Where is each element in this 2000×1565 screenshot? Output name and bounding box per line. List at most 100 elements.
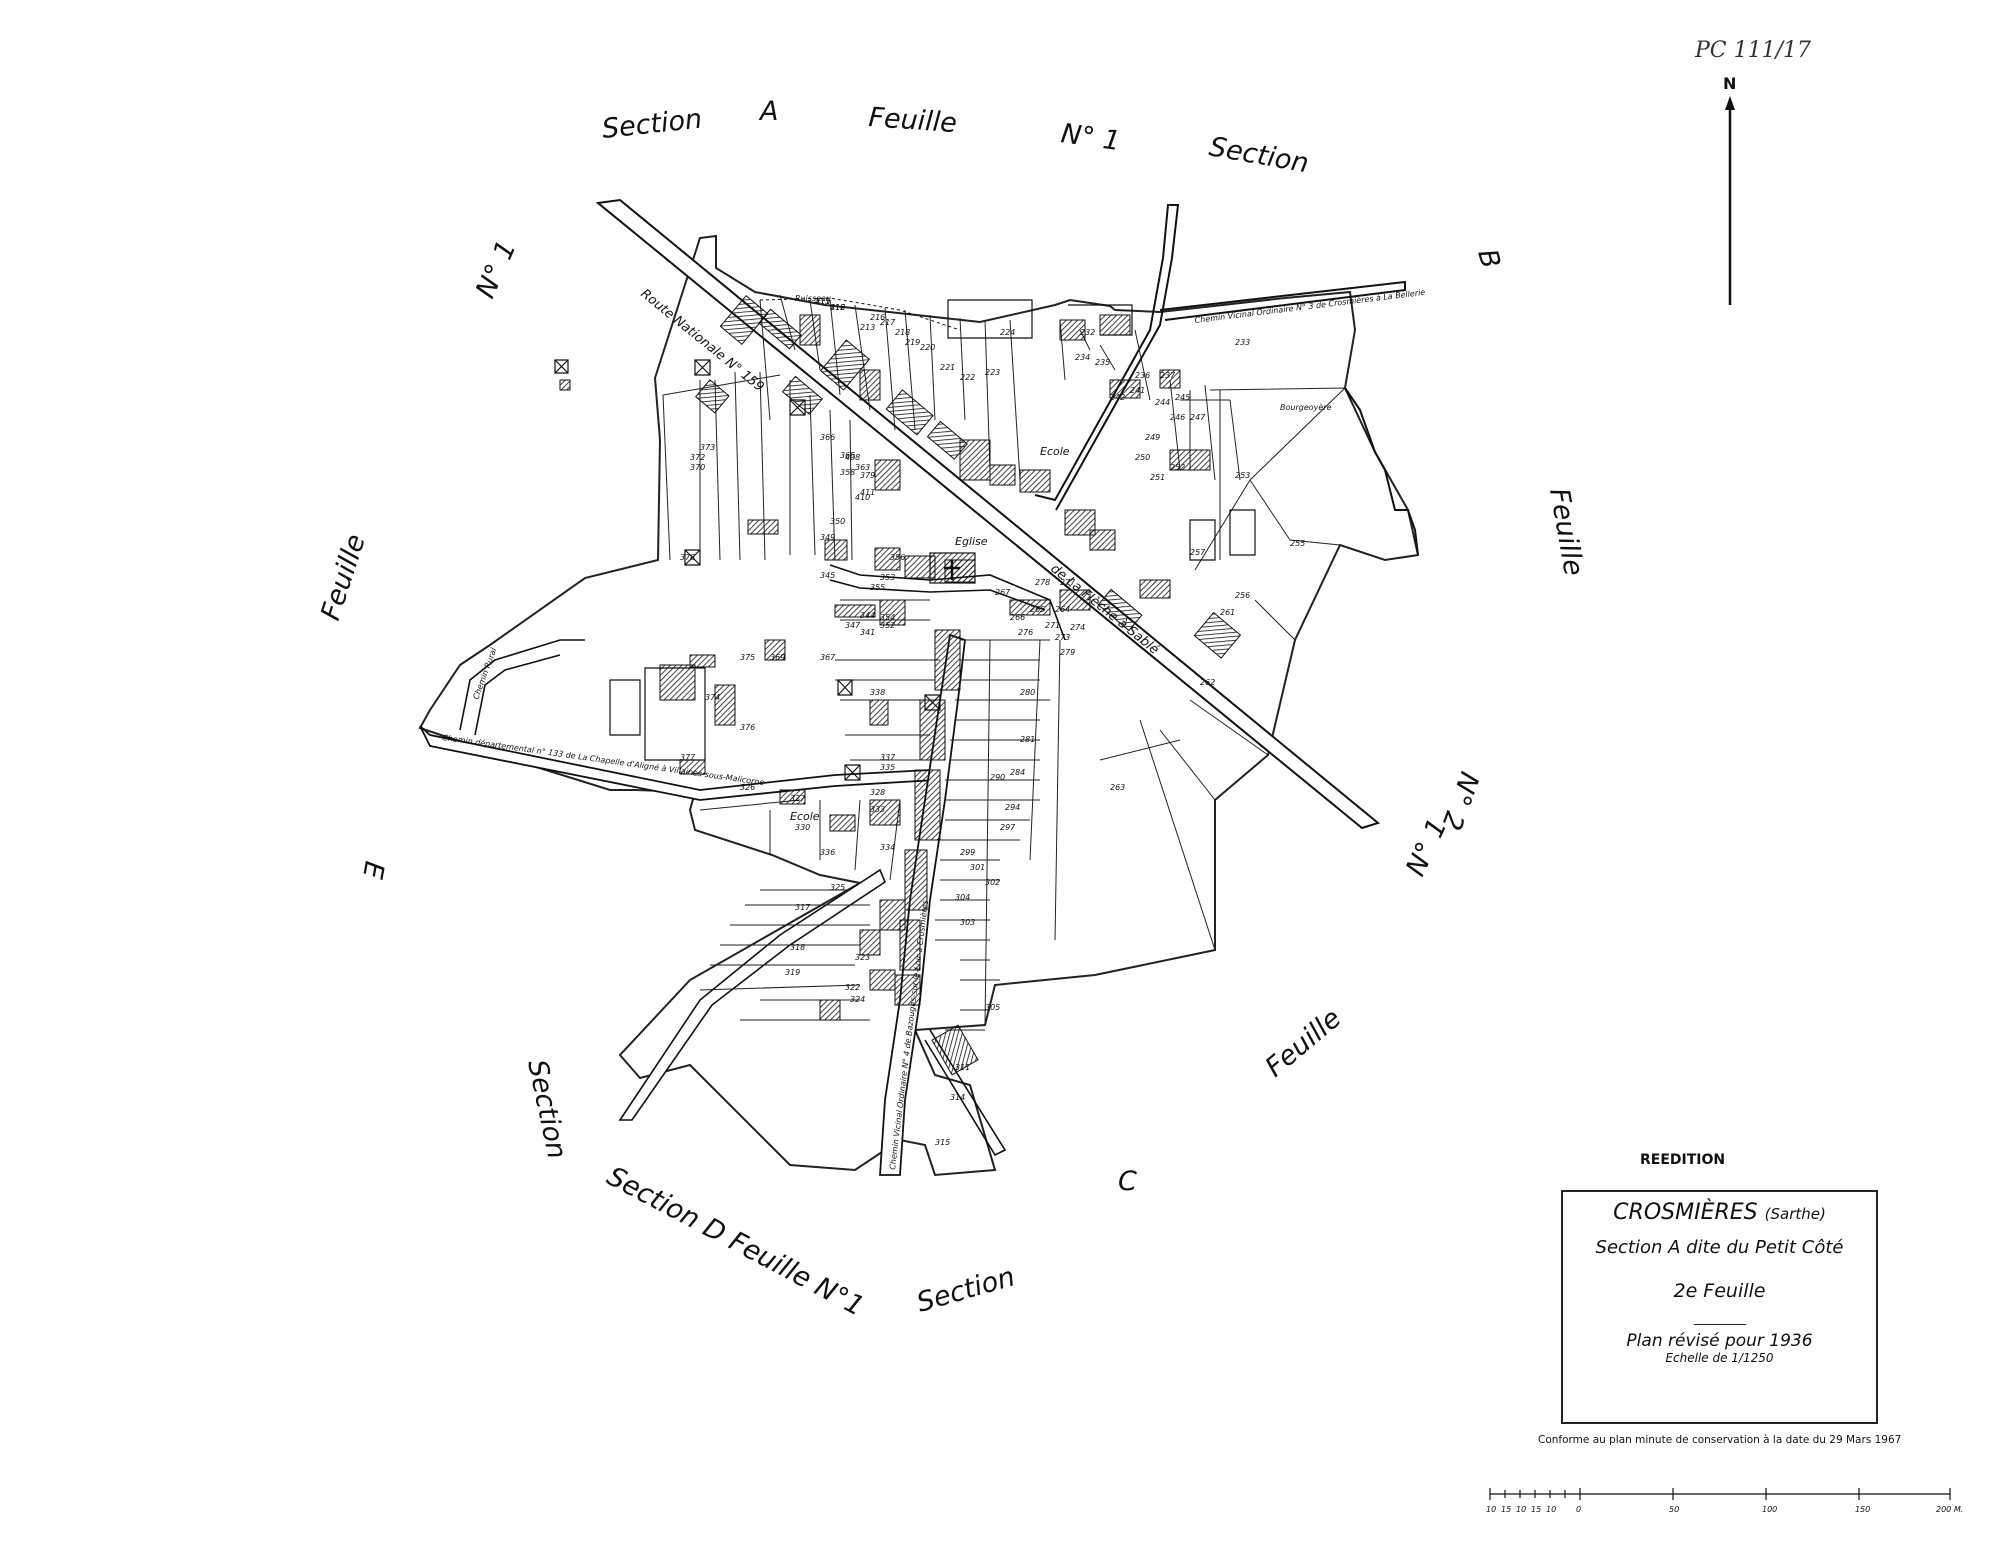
parcel-number: 324	[850, 995, 865, 1004]
parcel-number: 235	[1095, 358, 1110, 367]
chemin-vicinal-ne	[1034, 204, 1180, 511]
parcel-number: 375	[740, 653, 755, 662]
parcel-number: 335	[880, 763, 895, 772]
parcel-number: 408	[845, 453, 860, 462]
chemin-departemental	[419, 725, 937, 801]
parcel-number: 365	[840, 451, 855, 460]
parcel-number: 372	[690, 453, 705, 462]
parcel-number: 379	[860, 471, 875, 480]
parcel-number: 233	[1235, 338, 1250, 347]
parcel-number: 369	[770, 653, 785, 662]
parcel-number: 358	[840, 468, 855, 477]
scale-label: 10	[1516, 1505, 1526, 1514]
parcel-number: 212	[830, 303, 845, 312]
parcel-number: 327	[790, 794, 806, 803]
parcel-number: 273	[1055, 633, 1070, 642]
parcel-number: 334	[880, 843, 895, 852]
parcel-number: 255	[1290, 539, 1305, 548]
north-arrow	[1725, 96, 1735, 305]
parcel-number: 322	[845, 983, 860, 992]
parcel-number: 353	[880, 573, 895, 582]
sheet-boundary	[418, 234, 1420, 1177]
parcel-number: 345	[820, 571, 835, 580]
parcel-number: 336	[820, 848, 835, 857]
scale-label: 100	[1762, 1505, 1777, 1514]
place-labels: Eglise Ecole Ecole	[790, 445, 1070, 823]
handwritten-reference: PC 111/17	[1695, 38, 1812, 63]
parcel-number: 297	[1000, 823, 1016, 832]
label-bottom-c: C	[1118, 1166, 1137, 1197]
parcel-number: 246	[1170, 413, 1185, 422]
parcel-number: 261	[1220, 608, 1235, 617]
cartouche-department: (Sarthe)	[1764, 1205, 1826, 1223]
reedition-label: REEDITION	[1640, 1152, 1726, 1168]
parcel-number: 305	[985, 1003, 1000, 1012]
parcel-number: 284	[1010, 768, 1025, 777]
parcel-number: 330	[795, 823, 810, 832]
right-stream	[1344, 387, 1419, 556]
parcel-number: 237	[1160, 371, 1176, 380]
parcel-number: 253	[1235, 471, 1250, 480]
parcel-number: 301	[970, 863, 985, 872]
parcel-number: 242	[1110, 393, 1125, 402]
label-top-a: A	[758, 96, 778, 127]
parcel-number: 304	[955, 893, 970, 902]
chemin-rural-w	[459, 639, 585, 736]
scale-label: 150	[1855, 1505, 1870, 1514]
parcel-number: 311	[955, 1063, 970, 1072]
parcel-number: 236	[1135, 371, 1150, 380]
label-top-section: Section	[600, 104, 703, 145]
parcel-number: 250	[1135, 453, 1150, 462]
parcel-number: 302	[985, 878, 1000, 887]
parcel-number: 232	[1080, 328, 1095, 337]
cartouche-echelle: Echelle de 1/1250	[1665, 1351, 1774, 1365]
parcel-number: 249	[1145, 433, 1160, 442]
parcel-number: 318	[790, 943, 805, 952]
parcel-number: 223	[985, 368, 1000, 377]
parcel-number: 370	[690, 463, 705, 472]
parcel-number: 416	[830, 303, 845, 312]
label-bottom-left: Section D Feuille N°1	[602, 1161, 869, 1323]
label-ecole-2: Ecole	[790, 810, 820, 823]
buildings	[559, 294, 1242, 1076]
cartouche-divider	[1693, 1324, 1746, 1325]
road-label-ruisseau: Ruisseau	[795, 294, 831, 303]
parcel-number: 224	[1000, 328, 1015, 337]
parcel-number: 354	[880, 613, 895, 622]
outline-buildings	[554, 299, 1256, 781]
cartouche-commune-line: CROSMIÈRES (Sarthe)	[1563, 1200, 1876, 1225]
conformity-note: Conforme au plan minute de conservation …	[1538, 1434, 1902, 1446]
parcel-number: 326	[740, 783, 755, 792]
north-label: N	[1723, 74, 1737, 93]
parcel-number: 377	[680, 753, 696, 762]
parcel-number: 264	[1055, 605, 1070, 614]
parcel-number: 213	[860, 323, 875, 332]
scale-label: 15	[1531, 1505, 1541, 1514]
parcel-number: 415	[815, 297, 830, 306]
parcel-number: 221	[940, 363, 955, 372]
cartouche-feuille: 2e Feuille	[1673, 1280, 1766, 1302]
label-ecole-1: Ecole	[1040, 445, 1070, 458]
parcel-number: 265	[1030, 605, 1045, 614]
chemin-se	[924, 1029, 1007, 1157]
route-nationale	[595, 198, 1381, 830]
parcel-number: 222	[960, 373, 975, 382]
scale-label: 200 M.	[1936, 1505, 1963, 1514]
label-top-no1: N° 1	[1059, 118, 1122, 157]
parcel-number: 274	[1070, 623, 1085, 632]
scale-label: 15	[1501, 1505, 1511, 1514]
parcel-number: 344	[860, 611, 875, 620]
parcel-number: 337	[880, 753, 896, 762]
road-label-bourgeoyere: Bourgeoyère	[1280, 402, 1332, 412]
parcel-number: 363	[855, 463, 870, 472]
parcel-number: 241	[1130, 386, 1145, 395]
parcel-number: 350	[830, 517, 845, 526]
scale-label: 0	[1576, 1505, 1581, 1514]
parcel-number: 277	[1060, 578, 1076, 587]
cartouche-section: Section A dite du Petit Côté	[1595, 1237, 1844, 1258]
parcel-number: 352	[880, 621, 895, 630]
parcel-number: 281	[1020, 735, 1035, 744]
parcel-number: 411	[860, 488, 875, 497]
